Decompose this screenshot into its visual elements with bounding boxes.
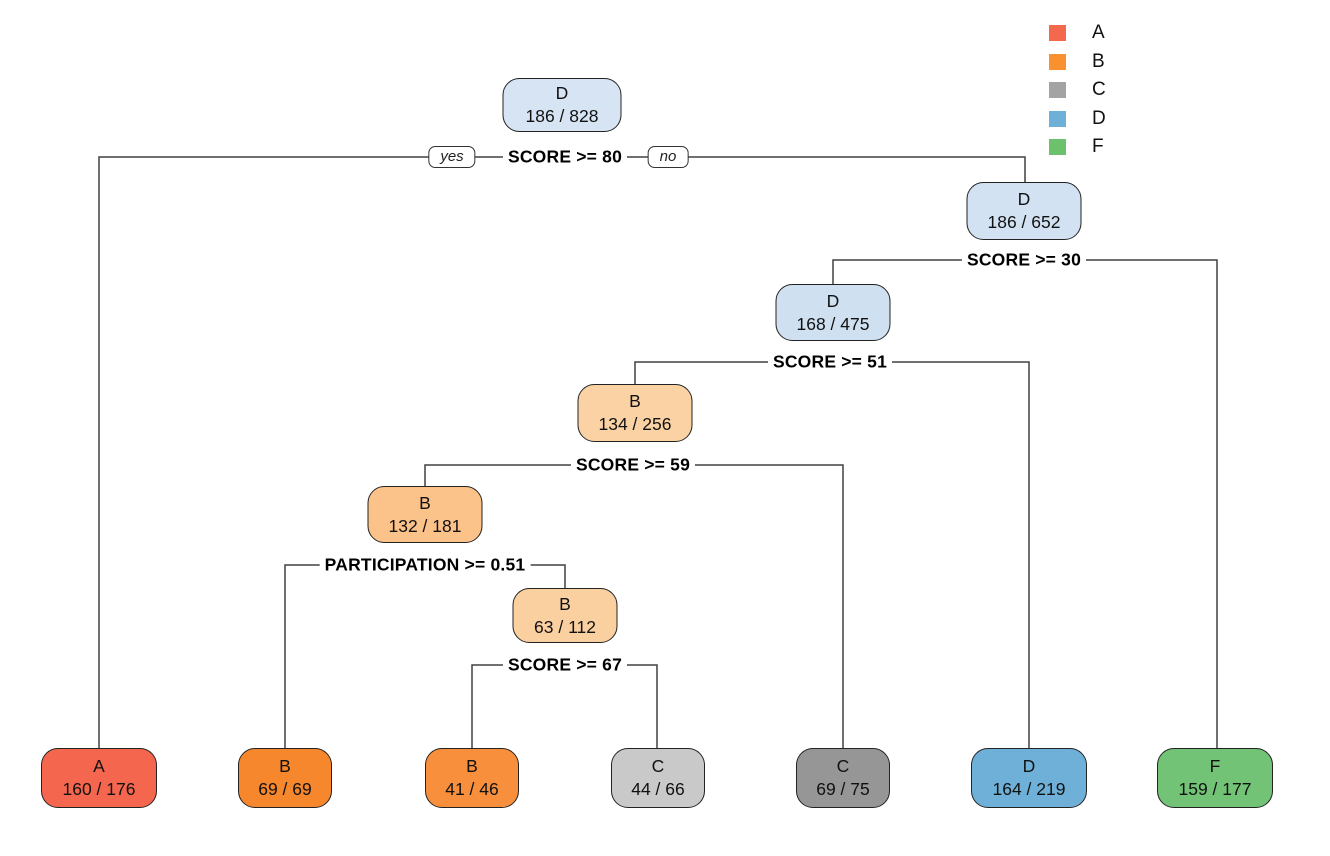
legend-label: F [1092,136,1104,157]
legend-label: B [1092,50,1105,72]
leaf-node-d: D 164 / 219 [971,748,1087,808]
node-count: 186 / 652 [987,212,1061,232]
legend-item-a: A [1049,22,1106,43]
node-count: 134 / 256 [598,414,672,434]
split-label-score-59: SCORE >= 59 [570,454,696,476]
node-count: 63 / 112 [534,616,596,637]
legend-swatch-c [1049,82,1066,98]
legend-item-f: F [1049,136,1106,157]
node-class-label: B [419,492,431,513]
node-class-label: B [466,756,478,776]
node-class-label: D [1022,756,1036,776]
node-count: 69 / 75 [816,779,870,799]
legend-label: C [1092,79,1106,100]
legend-label: A [1092,22,1105,43]
node-class-label: D [826,290,840,311]
node-class-label: B [629,391,641,411]
node-count: 69 / 69 [258,779,312,799]
split-label-score-30: SCORE >= 30 [961,249,1087,271]
legend-swatch-b [1049,53,1066,70]
leaf-node-b-41-46: B 41 / 46 [425,748,519,808]
node-b-134-256: B 134 / 256 [577,384,693,442]
node-d-168-475: D 168 / 475 [775,284,891,341]
node-count: 160 / 176 [62,779,136,799]
node-count: 132 / 181 [388,515,462,536]
node-count: 41 / 46 [445,779,499,799]
node-root: D 186 / 828 [502,78,622,132]
node-class-label: B [559,593,571,614]
node-b-63-112: B 63 / 112 [512,588,618,643]
node-class-label: D [1017,189,1031,209]
split-label-score-51: SCORE >= 51 [767,351,893,373]
leaf-node-c-69-75: C 69 / 75 [796,748,890,808]
node-class-label: C [651,756,665,776]
node-count: 186 / 828 [525,106,599,126]
leaf-node-a: A 160 / 176 [41,748,157,808]
legend-swatch-a [1049,25,1066,41]
yes-branch-label: yes [428,146,476,168]
node-b-132-181: B 132 / 181 [367,486,483,543]
legend: A B C D F [1049,22,1106,168]
legend-item-d: D [1049,107,1106,129]
node-d-186-652: D 186 / 652 [966,182,1082,240]
node-class-label: A [93,756,105,776]
node-count: 44 / 66 [631,779,685,799]
node-count: 168 / 475 [796,313,870,334]
node-class-label: C [836,756,850,776]
node-count: 159 / 177 [1178,779,1252,799]
leaf-node-b-69-69: B 69 / 69 [238,748,332,808]
split-label-score-80: SCORE >= 80 [502,146,628,168]
legend-item-b: B [1049,50,1106,72]
split-label-participation: PARTICIPATION >= 0.51 [319,554,531,576]
split-label-score-67: SCORE >= 67 [502,654,628,676]
node-class-label: B [279,756,291,776]
leaf-node-f: F 159 / 177 [1157,748,1273,808]
node-class-label: D [555,83,569,103]
leaf-node-c-44-66: C 44 / 66 [611,748,705,808]
node-class-label: F [1209,756,1221,776]
legend-item-c: C [1049,79,1106,100]
node-count: 164 / 219 [992,779,1066,799]
no-branch-label: no [647,146,689,168]
legend-label: D [1092,107,1106,129]
legend-swatch-f [1049,139,1066,155]
legend-swatch-d [1049,110,1066,127]
